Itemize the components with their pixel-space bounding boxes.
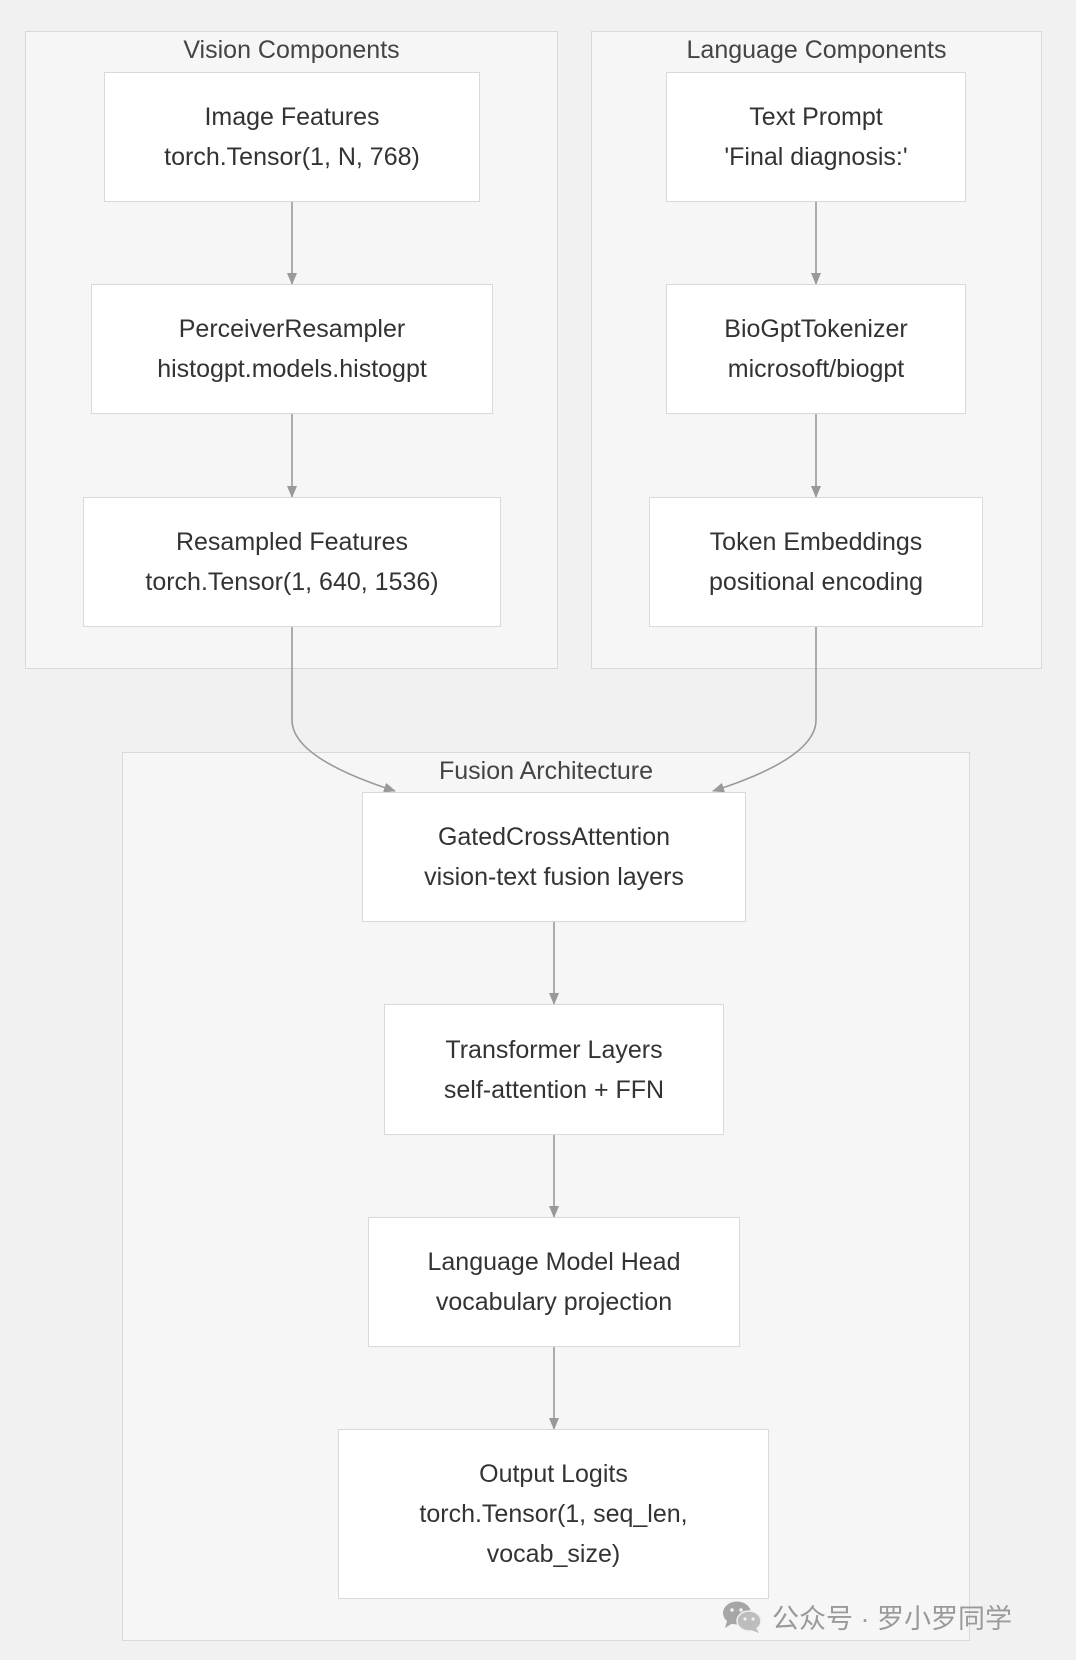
gated-cross-attention-node: GatedCrossAttention vision-text fusion l… xyxy=(362,792,746,922)
text-prompt-node: Text Prompt 'Final diagnosis:' xyxy=(666,72,966,202)
edge-resampled-features-to-gated-cross-attention xyxy=(291,627,396,793)
node-sublabel: self-attention + FFN xyxy=(443,1075,665,1104)
watermark-text: 公众号 · 罗小罗同学 xyxy=(772,1604,1012,1634)
node-sublabel: microsoft/biogpt xyxy=(727,355,905,383)
node-sublabel: torch.Tensor(1, N, 768) xyxy=(164,143,420,171)
watermark: 公众号 · 罗小罗同学 xyxy=(722,1597,1012,1636)
node-label: BioGptTokenizer xyxy=(724,315,908,343)
node-sublabel: torch.Tensor(1, seq_len, xyxy=(419,1500,688,1528)
token-embeddings-node: Token Embeddings positional encoding xyxy=(649,497,983,627)
node-label: Transformer Layers xyxy=(445,1035,663,1064)
node-sublabel: torch.Tensor(1, 640, 1536) xyxy=(145,568,439,596)
resampled-features-node: Resampled Features torch.Tensor(1, 640, … xyxy=(83,497,501,627)
language-model-head-node: Language Model Head vocabulary projectio… xyxy=(368,1217,740,1347)
node-sublabel: positional encoding xyxy=(708,568,924,596)
cluster-title: Fusion Architecture xyxy=(439,757,653,785)
node-label: Image Features xyxy=(204,103,380,131)
output-logits-node: Output Logits torch.Tensor(1, seq_len, v… xyxy=(338,1429,769,1599)
node-label: Text Prompt xyxy=(749,103,883,131)
node-sublabel: histogpt.models.histogpt xyxy=(157,355,427,383)
node-sublabel: 'Final diagnosis:' xyxy=(724,143,908,171)
image-features-node: Image Features torch.Tensor(1, N, 768) xyxy=(104,72,480,202)
node-sublabel-continued: vocab_size) xyxy=(486,1540,621,1568)
node-label: Resampled Features xyxy=(175,528,409,556)
cluster-title: Language Components xyxy=(686,36,947,64)
node-label: Output Logits xyxy=(479,1460,628,1488)
transformer-layers-node: Transformer Layers self-attention + FFN xyxy=(384,1004,724,1135)
cluster-title: Vision Components xyxy=(183,36,400,64)
node-sublabel: vocabulary projection xyxy=(435,1288,673,1316)
node-sublabel: vision-text fusion layers xyxy=(424,863,684,891)
node-label: Language Model Head xyxy=(427,1248,681,1276)
node-label: GatedCrossAttention xyxy=(437,823,671,851)
edge-token-embeddings-to-gated-cross-attention xyxy=(712,627,817,793)
biogpt-tokenizer-node: BioGptTokenizer microsoft/biogpt xyxy=(666,284,966,414)
node-label: Token Embeddings xyxy=(709,528,923,556)
wechat-icon xyxy=(723,1601,762,1633)
perceiver-resampler-node: PerceiverResampler histogpt.models.histo… xyxy=(91,284,493,414)
node-label: PerceiverResampler xyxy=(178,315,406,343)
